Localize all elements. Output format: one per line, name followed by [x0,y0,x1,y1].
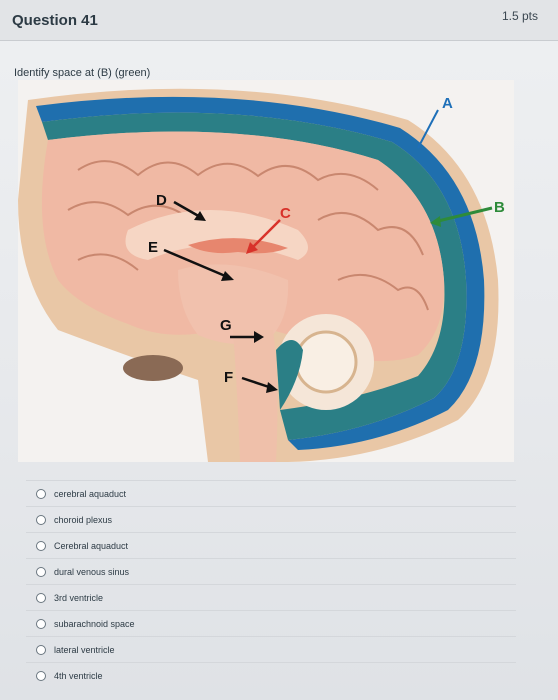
radio-button[interactable] [36,540,46,551]
brain-sagittal-diagram: A B C D E [18,80,514,462]
answer-label: cerebral aquaduct [54,488,127,499]
fourth-ventricle [276,340,303,410]
answer-option[interactable]: 3rd ventricle [26,584,516,610]
answer-label: Cerebral aquaduct [54,540,129,551]
label-f-group: F [224,369,278,393]
gyri-lines [67,160,429,311]
question-title: Question 41 [12,12,98,29]
label-g-group: G [220,317,264,343]
label-g: G [220,317,232,334]
diencephalon [178,264,289,344]
sinus-cavity [123,355,183,381]
label-b: B [494,199,505,216]
answer-option[interactable]: choroid plexus [26,506,516,532]
radio-button[interactable] [36,644,46,655]
label-f: F [224,369,233,386]
radio-button[interactable] [36,618,46,629]
label-c-group: C [246,205,291,254]
brain-illustration: A B C D E [18,88,505,462]
radio-button[interactable] [36,670,46,681]
answer-label: choroid plexus [54,514,113,525]
choroid-plexus [188,238,288,254]
label-e-group: E [148,239,234,281]
question-points: 1.5 pts [501,9,538,23]
question-prompt: Identify space at (B) (green) [14,67,151,79]
answer-option[interactable]: cerebral aquaduct [26,480,516,506]
label-d-group: D [156,192,206,221]
label-a-group: A [417,95,453,149]
radio-button[interactable] [36,592,46,603]
radio-button[interactable] [36,514,46,525]
arbor-vitae [294,330,358,394]
answer-label: dural venous sinus [54,566,130,577]
label-e: E [148,239,158,256]
answer-label: 3rd ventricle [54,592,104,603]
answer-option[interactable]: 4th ventricle [26,662,516,688]
label-c: C [280,205,291,222]
answer-option[interactable]: Cerebral aquaduct [26,532,516,558]
answer-option[interactable]: dural venous sinus [26,558,516,584]
radio-button[interactable] [36,488,46,499]
label-a: A [442,95,453,112]
brainstem [233,330,278,462]
answer-label: lateral ventricle [54,644,115,655]
radio-button[interactable] [36,566,46,577]
answer-option[interactable]: lateral ventricle [26,636,516,662]
answer-label: subarachnoid space [54,618,135,629]
label-d: D [156,192,167,209]
answer-option[interactable]: subarachnoid space [26,610,516,636]
label-b-group: B [430,199,505,227]
answer-label: 4th ventricle [54,670,103,681]
question-header: Question 41 1.5 pts [0,0,558,41]
